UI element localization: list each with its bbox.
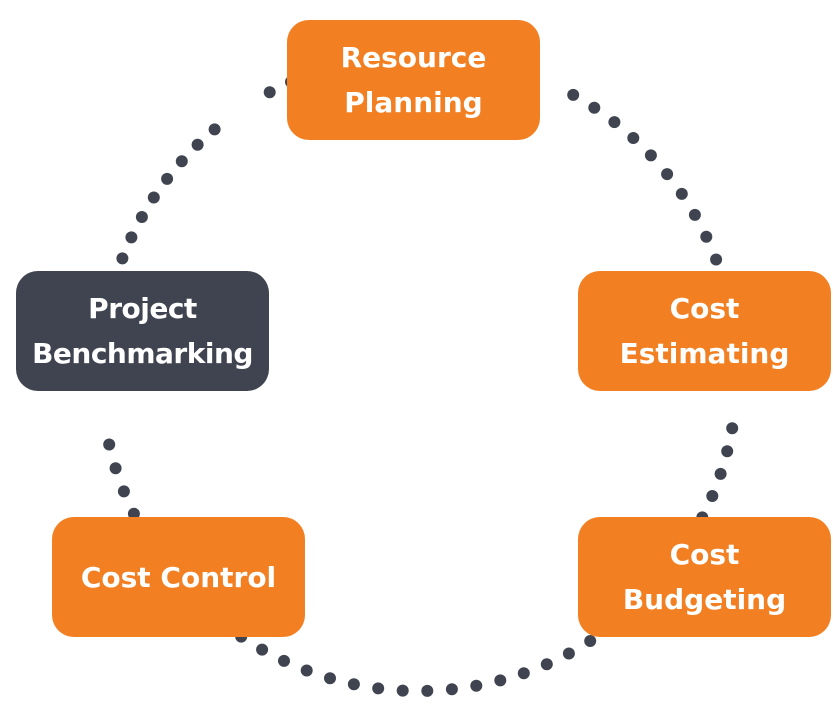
connector-dot: [644, 149, 657, 162]
connector-dot: [263, 86, 276, 99]
connector-dot: [567, 88, 580, 101]
connector-dot: [421, 684, 434, 697]
connector-dot: [117, 485, 130, 498]
connector-dot: [470, 679, 483, 692]
connector-dot: [161, 172, 174, 185]
node-cost-budgeting: Cost Budgeting: [578, 517, 831, 637]
connector-dot: [714, 467, 727, 480]
connector-dot: [347, 678, 360, 691]
connector-dot: [125, 231, 138, 244]
connector-dot: [396, 684, 409, 697]
connector-dot: [726, 422, 739, 435]
connector-dot: [127, 507, 140, 520]
connector-dot: [278, 654, 290, 667]
connector-dot: [135, 211, 148, 223]
connector-dot: [300, 664, 313, 677]
connector-dot: [191, 138, 204, 151]
connector-dot: [688, 208, 701, 221]
connector-dot: [116, 252, 129, 265]
connector-dot: [109, 462, 122, 475]
connector-dot: [445, 683, 458, 696]
connector-dot: [324, 672, 336, 685]
connector-dot: [706, 490, 719, 502]
connector-dot: [700, 230, 713, 243]
connector-dot: [208, 123, 221, 136]
connector-dot: [147, 191, 160, 204]
node-project-benchmarking: Project Benchmarking: [16, 271, 269, 391]
node-resource-planning: Resource Planning: [287, 20, 540, 140]
connector-dot: [517, 667, 530, 680]
connector-dot: [608, 116, 621, 129]
connector-dot: [584, 635, 597, 647]
connector-dot: [588, 101, 601, 114]
connector-dot: [562, 647, 575, 660]
connector-dot: [372, 682, 385, 695]
connector-dot: [103, 438, 116, 451]
connector-dot: [627, 132, 640, 144]
connector-dot: [710, 253, 723, 266]
node-cost-estimating: Cost Estimating: [578, 271, 831, 391]
connector-dot: [675, 187, 688, 200]
connector-dot: [661, 168, 674, 181]
connector-dot: [540, 658, 553, 671]
node-cost-control: Cost Control: [52, 517, 305, 637]
connector-dot: [256, 643, 269, 656]
connector-dot: [721, 445, 734, 458]
connector-dot: [494, 674, 507, 687]
connector-dot: [175, 155, 188, 168]
